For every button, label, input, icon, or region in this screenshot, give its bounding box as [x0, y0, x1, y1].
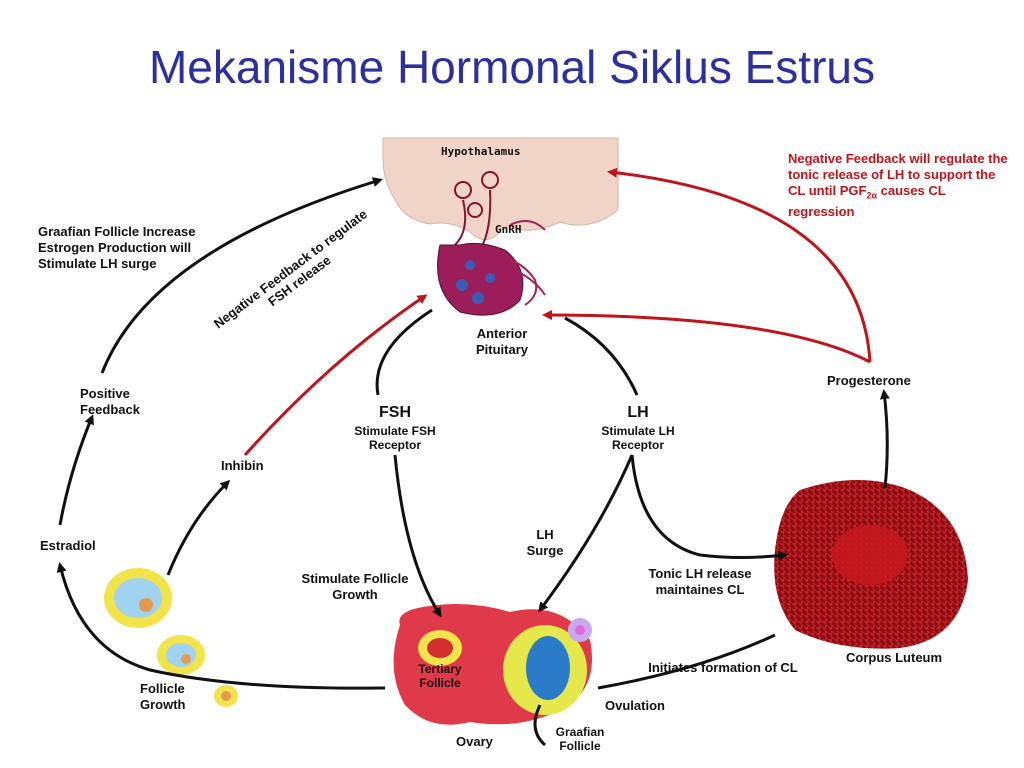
arrow-ovulation-to-cl [597, 633, 776, 690]
feedback-arrows [243, 167, 872, 457]
graafian-pointer [533, 704, 547, 747]
arrow-progesterone-to-pituitary [542, 310, 871, 364]
stimulate-follicle-growth-label: Stimulate Follicle Growth [301, 571, 409, 602]
follicle-illustrations [104, 568, 238, 707]
arrow-fsh-to-ovary [393, 454, 442, 618]
inhibin-label: Inhibin [221, 458, 264, 473]
arrow-cl-to-progesterone [879, 389, 890, 489]
arrow-ovary-to-estradiol [56, 562, 386, 690]
arrow-lh-to-cl [630, 454, 788, 561]
arrow-positive-to-hypothalamus [100, 177, 383, 374]
pathway-arrows [56, 177, 890, 747]
follicle-growth-label: Follicle Growth [140, 681, 186, 712]
arrow-inhibin-feedback [243, 294, 428, 457]
hypothalamus-label: Hypothalamus [441, 145, 521, 158]
tertiary-follicle-label: Tertiary Follicle [418, 662, 462, 690]
positive-feedback-label: Positive Feedback [80, 386, 140, 417]
ovary-illustration [393, 604, 592, 725]
negative-feedback-lh-note: Negative Feedback will regulate the toni… [788, 151, 1008, 219]
ovulation-label: Ovulation [605, 698, 665, 713]
initiates-cl-label: Initiates formation of CL [648, 660, 798, 675]
corpus-luteum-label: Corpus Luteum [846, 650, 943, 665]
estradiol-label: Estradiol [40, 538, 96, 553]
anterior-pituitary-label: Anterior Pituitary [475, 326, 528, 357]
arrow-follicle-to-inhibin [166, 479, 231, 576]
arrow-pituitary-to-lh [564, 316, 639, 396]
hypothalamus-illustration [382, 137, 619, 251]
arrow-estradiol-to-positive [58, 414, 94, 526]
graafian-follicle-label: Graafian Follicle [555, 725, 605, 753]
ovary-label: Ovary [456, 734, 493, 749]
fsh-label: FSH [379, 404, 411, 421]
lh-surge-label: LH Surge [526, 527, 564, 558]
tonic-lh-label: Tonic LH release maintaines CL [648, 566, 752, 597]
pituitary-illustration [437, 220, 546, 316]
gnrh-label: GnRH [495, 223, 522, 236]
arrow-progesterone-to-hypothalamus [607, 167, 872, 363]
page-title: Mekanisme Hormonal Siklus Estrus [148, 41, 875, 93]
lh-receptor-label: Stimulate LH Receptor [601, 424, 675, 452]
graafian-estrogen-note: Graafian Follicle Increase Estrogen Prod… [38, 224, 196, 271]
arrow-pituitary-to-fsh [375, 308, 433, 396]
arrow-lh-to-ovary [538, 454, 634, 613]
fsh-receptor-label: Stimulate FSH Receptor [354, 424, 436, 452]
corpus-luteum-illustration [774, 480, 968, 649]
progesterone-label: Progesterone [827, 373, 911, 388]
lh-label: LH [627, 404, 649, 421]
